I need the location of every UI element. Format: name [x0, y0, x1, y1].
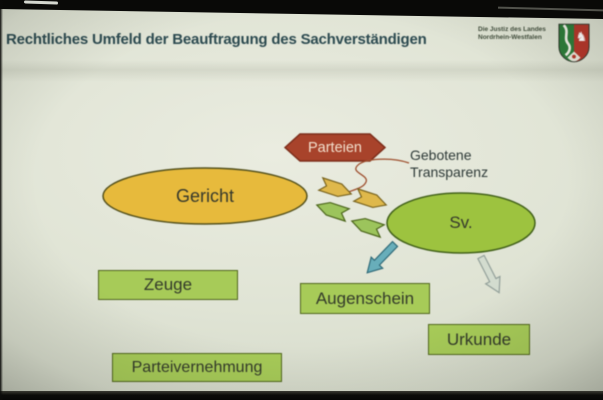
coat-outline — [558, 23, 590, 63]
transparenz-callout-line — [346, 158, 410, 194]
arrow-sv-to-urkunde-icon — [477, 254, 501, 294]
transparenz-line1: Gebotene — [410, 147, 472, 163]
coat-rhine-wave — [562, 24, 572, 57]
logo-text-line1: Die Justiz des Landes — [478, 26, 546, 33]
sv-label: Sv. — [449, 213, 473, 232]
arrow-sv-to-gericht-1-icon — [315, 201, 351, 223]
screen-fold-shadow — [0, 60, 603, 82]
photo-edge-bottom — [0, 391, 603, 400]
gericht-label: Gericht — [175, 185, 235, 206]
parteien-hexagon — [283, 133, 387, 162]
transparenz-line2: Transparenz — [410, 164, 489, 180]
parteivernehmung-box: Parteivernehmung — [112, 353, 282, 382]
arrow-gericht-to-sv-1-icon — [317, 176, 353, 198]
zeuge-box: Zeuge — [98, 270, 238, 300]
logo-text-line2: Nordrhein-Westfalen — [478, 34, 542, 41]
transparenz-annotation: Gebotene Transparenz — [410, 147, 488, 181]
arrow-sv-to-gericht-2-icon — [350, 217, 386, 239]
urkunde-box: Urkunde — [428, 324, 530, 355]
gericht-ellipse — [102, 167, 308, 225]
coat-rose-icon — [572, 54, 576, 59]
parteien-label: Parteien — [307, 139, 362, 156]
logo-text: Die Justiz des Landes Nordrhein-Westfale… — [478, 26, 558, 42]
augenschein-box: Augenschein — [300, 283, 430, 314]
arrow-gericht-to-sv-2-icon — [352, 187, 388, 209]
arrow-sv-to-augenschein-icon — [366, 240, 399, 274]
sv-ellipse — [386, 192, 536, 254]
photo-edge-left — [0, 0, 3, 400]
coat-right-red-field — [574, 24, 590, 62]
nrw-coat-of-arms-icon: ♞ — [558, 23, 590, 63]
coat-horse-icon: ♞ — [576, 29, 588, 44]
slide-title: Rechtliches Umfeld der Beauftragung des … — [6, 31, 427, 48]
